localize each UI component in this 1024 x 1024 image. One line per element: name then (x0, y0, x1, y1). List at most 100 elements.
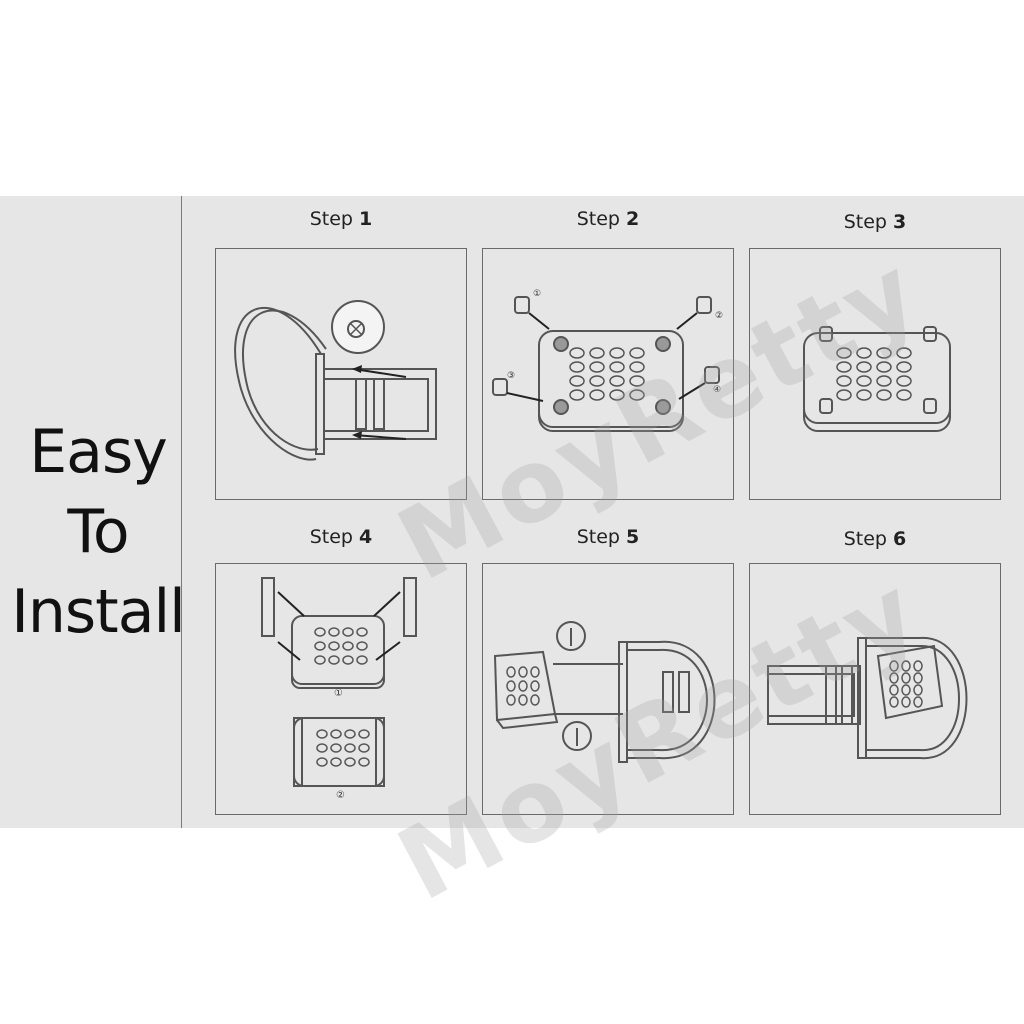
step-6-illustration (767, 636, 968, 760)
seat-hole (569, 389, 585, 401)
seat-hole (913, 672, 923, 684)
seat-hole (530, 666, 540, 678)
seat-hole (889, 660, 899, 672)
step-4-title: Step 4 (309, 526, 373, 548)
seat-hole (901, 672, 911, 684)
step-3-illustration (803, 326, 951, 432)
seat-hole (896, 375, 912, 387)
seat-hole (356, 655, 368, 665)
seat-hole (589, 389, 605, 401)
seat-hole (896, 361, 912, 373)
step-2-illustration (492, 296, 720, 432)
seat-hole (358, 743, 370, 753)
marker-4: ④ (713, 385, 722, 395)
seat-hole (342, 627, 354, 637)
seat-hole (518, 666, 528, 678)
step-3-panel (749, 248, 1001, 500)
step-6-title: Step 6 (843, 528, 907, 550)
seat-hole (589, 375, 605, 387)
seat-hole (856, 375, 872, 387)
seat-hole (314, 655, 326, 665)
step-1-illustration (234, 300, 437, 461)
seat-hole (896, 347, 912, 359)
seat-hole (876, 361, 892, 373)
step-5-panel (482, 563, 734, 815)
seat-hole (328, 641, 340, 651)
seat-hole (569, 361, 585, 373)
seat-hole (316, 757, 328, 767)
marker-3: ③ (507, 371, 516, 381)
seat-hole (901, 696, 911, 708)
seat-hole (330, 743, 342, 753)
seat-hole (629, 361, 645, 373)
seat-hole (356, 627, 368, 637)
seat-hole (530, 694, 540, 706)
title-line-install: Install (11, 577, 186, 647)
seat-hole (344, 743, 356, 753)
seat-hole (629, 389, 645, 401)
seat-hole (629, 375, 645, 387)
seat-hole (506, 680, 516, 692)
marker-1: ① (334, 688, 343, 699)
seat-hole (342, 641, 354, 651)
seat-hole (506, 666, 516, 678)
seat-hole (518, 694, 528, 706)
seat-hole (328, 627, 340, 637)
seat-hole (889, 684, 899, 696)
seat-hole (876, 389, 892, 401)
step-5-illustration (493, 621, 716, 763)
seat-hole (836, 347, 852, 359)
marker-1: ① (533, 289, 542, 299)
step-1-panel (215, 248, 467, 500)
seat-hole (913, 660, 923, 672)
marker-2: ② (336, 790, 345, 801)
seat-hole (569, 347, 585, 359)
seat-hole (330, 729, 342, 739)
seat-hole (913, 684, 923, 696)
step-3-title: Step 3 (843, 211, 907, 233)
seat-hole (589, 347, 605, 359)
seat-hole (328, 655, 340, 665)
step-4-panel: ① ② (215, 563, 467, 815)
seat-hole (609, 389, 625, 401)
step-2-title: Step 2 (576, 208, 640, 230)
seat-hole (901, 660, 911, 672)
vertical-divider (181, 196, 182, 828)
seat-hole (876, 375, 892, 387)
seat-hole (896, 389, 912, 401)
step-2-panel: ① ② ③ ④ (482, 248, 734, 500)
seat-hole (856, 389, 872, 401)
seat-hole (314, 641, 326, 651)
seat-hole (358, 757, 370, 767)
seat-hole (856, 347, 872, 359)
seat-hole (836, 389, 852, 401)
seat-hole (836, 361, 852, 373)
seat-hole (358, 729, 370, 739)
step-1-title: Step 1 (309, 208, 373, 230)
seat-hole (518, 680, 528, 692)
seat-hole (629, 347, 645, 359)
seat-hole (876, 347, 892, 359)
seat-hole (530, 680, 540, 692)
marker-2: ② (715, 311, 724, 321)
title-line-easy: Easy (29, 417, 167, 487)
seat-hole (609, 347, 625, 359)
seat-hole (330, 757, 342, 767)
step-4-illustration (261, 577, 417, 787)
step-6-panel (749, 563, 1001, 815)
seat-hole (344, 729, 356, 739)
seat-hole (316, 729, 328, 739)
seat-hole (356, 641, 368, 651)
seat-hole (589, 361, 605, 373)
seat-hole (344, 757, 356, 767)
seat-hole (901, 684, 911, 696)
seat-hole (342, 655, 354, 665)
seat-hole (569, 375, 585, 387)
step-5-title: Step 5 (576, 526, 640, 548)
seat-hole (316, 743, 328, 753)
seat-hole (889, 696, 899, 708)
seat-hole (314, 627, 326, 637)
seat-hole (609, 375, 625, 387)
seat-hole (856, 361, 872, 373)
seat-hole (836, 375, 852, 387)
